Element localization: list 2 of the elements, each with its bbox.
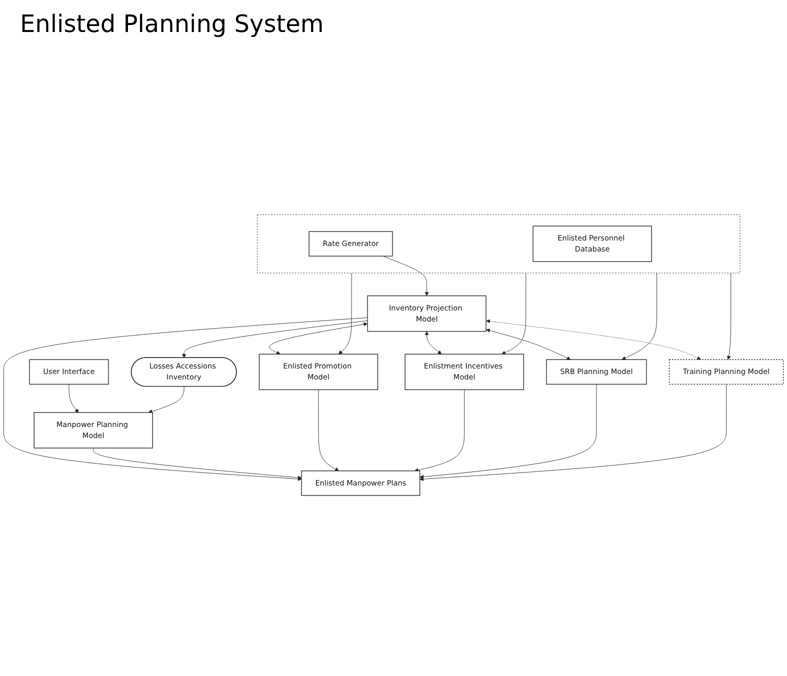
diagram-title: Enlisted Planning System: [19, 9, 325, 40]
cluster: [257, 214, 740, 274]
